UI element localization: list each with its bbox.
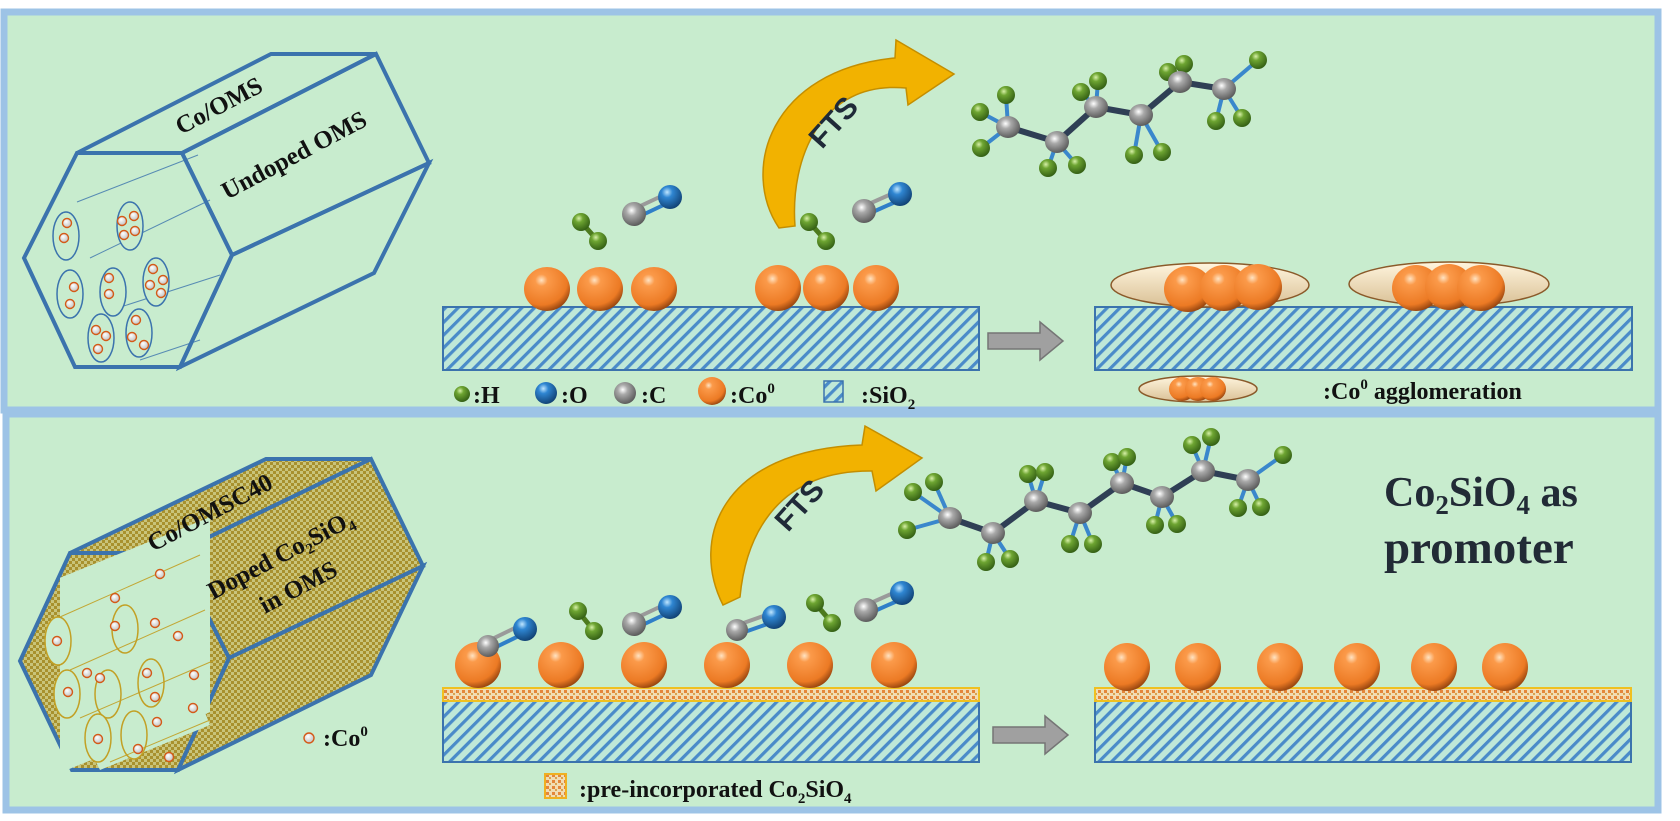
carbon-atom — [938, 507, 962, 529]
legend-c: :C — [641, 383, 666, 409]
silicate-layer — [442, 687, 980, 702]
promoter-title-line2: promoter — [1384, 522, 1574, 574]
hydrogen-atom — [1036, 463, 1054, 481]
hydrogen-atom — [1146, 516, 1164, 534]
doped-oms-hexagon: Co/OMSC40 Doped Co2SiO4 in OMS :Co0 — [17, 456, 428, 775]
carbon-atom — [1129, 104, 1153, 126]
co-molecule — [622, 595, 682, 636]
hydrogen-atom — [1202, 428, 1220, 446]
hydrogen-atom — [971, 103, 989, 121]
hydrogen-atom — [1068, 156, 1086, 174]
cobalt-particles-after — [1104, 643, 1528, 691]
carbon-atom — [1110, 472, 1134, 494]
carbon-atom — [981, 522, 1005, 544]
h2-molecule — [806, 594, 841, 632]
cobalt-pore-legend-label: :Co0 — [323, 724, 368, 752]
hydrogen-atom — [1229, 499, 1247, 517]
silica-hatch-icon — [823, 380, 844, 403]
hydrogen-atom — [1249, 51, 1267, 69]
agglomerated-cluster — [1110, 262, 1310, 312]
undoped-oms-hexagon: Co/OMS Undoped OMS — [21, 51, 434, 372]
legend-co: :Co0 — [730, 381, 775, 409]
process-arrow-top — [987, 320, 1065, 362]
h2-molecule — [572, 213, 607, 250]
co-molecule — [852, 182, 912, 223]
carbon-atom — [996, 116, 1020, 138]
cobalt-particle-icon — [698, 377, 726, 405]
carbon-atom — [1150, 486, 1174, 508]
hydrogen-atom — [1252, 498, 1270, 516]
hydrogen-atom — [1207, 112, 1225, 130]
co-molecule — [726, 605, 786, 641]
hydrogen-atom — [1103, 453, 1121, 471]
bottom-before-catalyst — [442, 642, 980, 763]
top-before-catalyst — [442, 265, 980, 371]
carbon-atom — [1084, 96, 1108, 118]
co-molecule — [622, 185, 682, 226]
hydrogen-atom — [1061, 535, 1079, 553]
top-after-catalyst — [1094, 261, 1633, 371]
hydrogen-atom — [972, 139, 990, 157]
hydrogen-atom — [1084, 535, 1102, 553]
promoter-title-line1: Co2SiO4 as — [1384, 470, 1578, 520]
pore-cobalt-particles — [58, 210, 169, 355]
carbon-atom — [1236, 469, 1260, 491]
hydrogen-atom — [1153, 143, 1171, 161]
legend-sio2: :SiO2 — [861, 383, 915, 413]
hydrogen-atom — [1019, 465, 1037, 483]
carbon-atom — [1045, 131, 1069, 153]
hydrogen-atom — [977, 553, 995, 571]
hydrogen-atom — [1001, 550, 1019, 568]
hydrogen-atom — [898, 521, 916, 539]
silicate-swatch-icon — [544, 773, 567, 799]
hydrogen-atom — [1089, 72, 1107, 90]
hydrogen-atom-icon — [454, 386, 470, 402]
pore-cobalt-particles — [51, 568, 200, 763]
legend-o: :O — [561, 383, 588, 409]
agglomeration-label: :Co0 agglomeration — [1323, 377, 1522, 405]
hydrogen-atom — [1233, 109, 1251, 127]
process-arrow-bottom — [992, 714, 1070, 756]
carbon-atom — [1212, 78, 1236, 100]
carbon-atom — [1191, 460, 1215, 482]
hydrogen-atom — [1183, 436, 1201, 454]
legend-top: :H :O :C :Co0 :SiO2 — [454, 377, 915, 413]
silicate-legend: :pre-incorporated Co2SiO4 — [544, 773, 852, 807]
cobalt-particles-before — [524, 265, 899, 311]
silica-support — [442, 699, 980, 763]
hydrogen-atom — [1118, 448, 1136, 466]
agglomeration-legend: :Co0 agglomeration — [1138, 375, 1522, 405]
hydrogen-atom — [1072, 83, 1090, 101]
hydrogen-atom — [904, 483, 922, 501]
bottom-after-catalyst — [1094, 643, 1632, 763]
hydrogen-atom — [925, 473, 943, 491]
hydrogen-atom — [1274, 446, 1292, 464]
silicate-legend-label: :pre-incorporated Co2SiO4 — [579, 777, 852, 807]
co-molecule — [477, 617, 537, 657]
hydrogen-atom — [1168, 515, 1186, 533]
hydrogen-atom — [1125, 146, 1143, 164]
cobalt-pore-legend-icon — [303, 732, 315, 744]
h2-molecule — [800, 213, 835, 250]
co-molecule — [854, 581, 914, 622]
legend-h: :H — [473, 383, 500, 409]
hydrogen-atom — [997, 86, 1015, 104]
agglomerated-cluster — [1348, 261, 1550, 311]
carbon-atom — [1168, 71, 1192, 93]
silica-support — [1094, 306, 1633, 371]
carbon-atom — [1024, 490, 1048, 512]
h2-molecule — [569, 602, 603, 640]
silica-support — [1094, 699, 1632, 763]
hydrocarbon-product-top — [971, 51, 1267, 177]
carbon-atom — [1068, 502, 1092, 524]
hydrogen-atom — [1175, 55, 1193, 73]
carbon-atom-icon — [614, 382, 636, 404]
silica-support — [442, 306, 980, 371]
hydrocarbon-product-bottom — [898, 428, 1292, 571]
oxygen-atom-icon — [535, 382, 557, 404]
hydrogen-atom — [1039, 159, 1057, 177]
